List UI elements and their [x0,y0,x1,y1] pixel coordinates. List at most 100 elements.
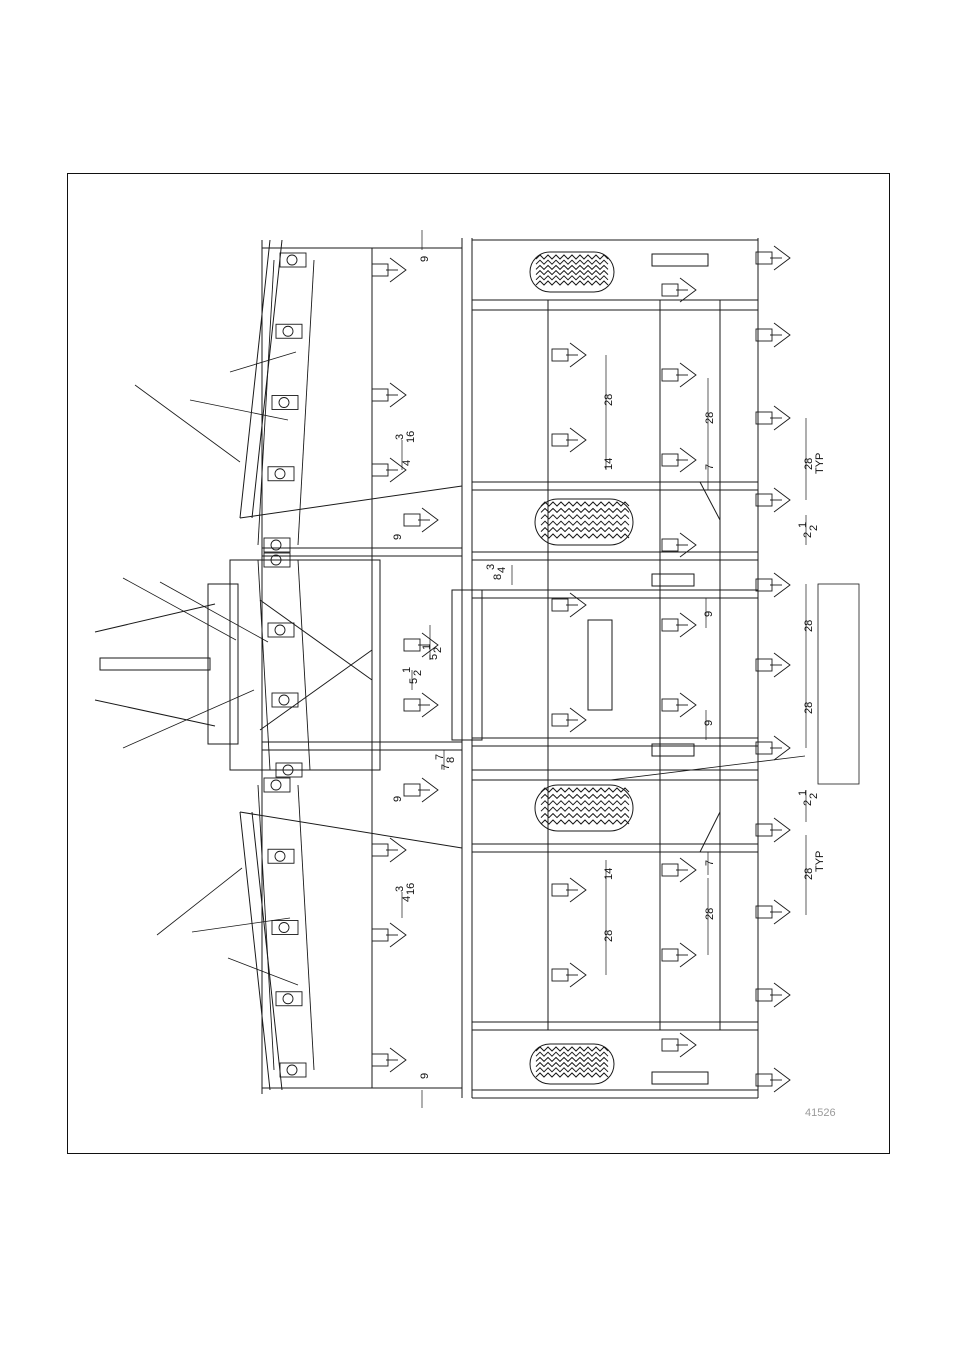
dim-5-1-2-lower: 5 [408,678,420,684]
mid-shank-clamp [552,349,568,361]
dim-frac-3-4-den: 4 [496,567,508,573]
mid-front-shank-clamp [404,699,420,711]
front-shank-clamp [372,844,388,856]
dim-frac-16-top: 16 [405,431,417,443]
tire-upper-center-tread [541,502,629,538]
dim-28-c: 28 [803,620,815,632]
wing-rail [240,812,270,1090]
center-rear-shank-clamp [662,619,678,631]
dim-28-f: 28 [603,930,615,942]
dim-9-top: 9 [419,256,431,262]
diagonal-brace [700,812,720,852]
dimension-lines [402,230,806,1108]
dim-2-1-2-b: 2 [802,800,814,806]
dim-9-second: 9 [392,534,404,540]
dim-28-a: 28 [603,394,615,406]
diagonal-brace [260,600,372,680]
lower-gang-bar [298,785,314,1070]
callout-leader [123,578,236,640]
mid-front-shank-clamp [404,514,420,526]
dim-5-1-2-upper: 5 [428,654,440,660]
dim-7-7-8: 7 [440,764,452,770]
dim-7-b: 7 [704,860,716,866]
dim-7-a: 7 [704,464,716,470]
dim-14-a: 14 [603,458,615,470]
shank-row [372,246,790,1092]
hydraulic-cylinder [652,574,694,586]
diagonal-brace [240,812,462,848]
center-cylinder [452,590,482,740]
center-gang-bar [258,560,270,770]
dim-9-bottom: 9 [419,1073,431,1079]
dim-frac-2-upper: 2 [432,647,444,653]
hydraulic-cylinder [652,1072,708,1084]
center-mid-shank-clamp [552,714,568,726]
dim-frac-2-lower: 2 [412,670,424,676]
mid-shank-clamp [552,969,568,981]
dim-2-1-2-a: 2 [802,532,814,538]
hitch-line [95,700,215,726]
hitch-line [95,604,215,632]
front-shank-clamp [372,264,388,276]
callout-leader [610,756,805,780]
mid-front-shank-clamp [404,784,420,796]
upper-gang-bar [298,260,314,545]
dim-4-3-16-top: 4 [401,460,413,466]
callout-leader [135,385,240,462]
rear-mid-shank-clamp [662,1039,678,1051]
center-frame [230,560,380,770]
callout-leader [160,582,268,642]
tire-top-tread [536,255,608,285]
dim-frac-2-a: 2 [808,525,820,531]
rear-mid-shank-clamp [662,454,678,466]
dim-28-e: 28 [704,908,716,920]
callout-leaders [123,352,859,985]
dim-4-3-16-bottom: 4 [401,896,413,902]
callout-box [818,584,859,784]
front-shank-clamp [372,464,388,476]
callout-leader [123,690,254,748]
gauge-wheels [530,252,633,1084]
dim-28-d: 28 [803,702,815,714]
rear-mid-shank-clamp [662,284,678,296]
callout-leader [157,868,242,935]
center-gang-bar [298,560,310,770]
rear-mid-shank-clamp [662,369,678,381]
dim-frac-16-bottom: 16 [405,883,417,895]
lower-gang-spring [287,1065,297,1075]
front-shank-clamp [372,389,388,401]
hydraulic-cylinder [652,254,708,266]
mid-front-shank-clamp [404,639,420,651]
upper-gang-spring [287,255,297,265]
dim-14-b: 14 [603,868,615,880]
dimension-labels: 9 4 3 16 9 8 3 4 5 1 2 5 1 2 7 7 8 9 4 3… [392,256,826,1079]
wing-rail [240,240,270,518]
center-axle [588,620,612,710]
tire-lower-center-tread [541,788,629,824]
mid-shank-clamp [552,884,568,896]
center-gang-spring [279,695,289,705]
center-rear-shank-clamp [662,699,678,711]
disc-gangs [258,253,314,1077]
diagonal-brace [260,650,372,730]
rear-mid-shank-clamp [662,864,678,876]
dim-frac-8-den: 8 [445,757,457,763]
dim-frac-2-b: 2 [808,793,820,799]
center-gang-spring [275,625,285,635]
upper-gang-spring [283,326,293,336]
dim-9-third: 9 [392,796,404,802]
callout-leader [230,352,296,372]
mid-shank-clamp [552,434,568,446]
dim-8-3-4: 8 [492,574,504,580]
callout-leader [192,918,290,932]
dim-9-c: 9 [703,611,715,617]
diagonal-brace [700,482,720,520]
lower-gang-spring [271,780,281,790]
callout-leader [190,400,288,420]
upper-gang-spring [279,398,289,408]
lower-gang-spring [275,851,285,861]
frame-structure [95,238,758,1098]
figure-number: 41526 [805,1107,836,1119]
tire-bottom-tread [536,1047,608,1077]
